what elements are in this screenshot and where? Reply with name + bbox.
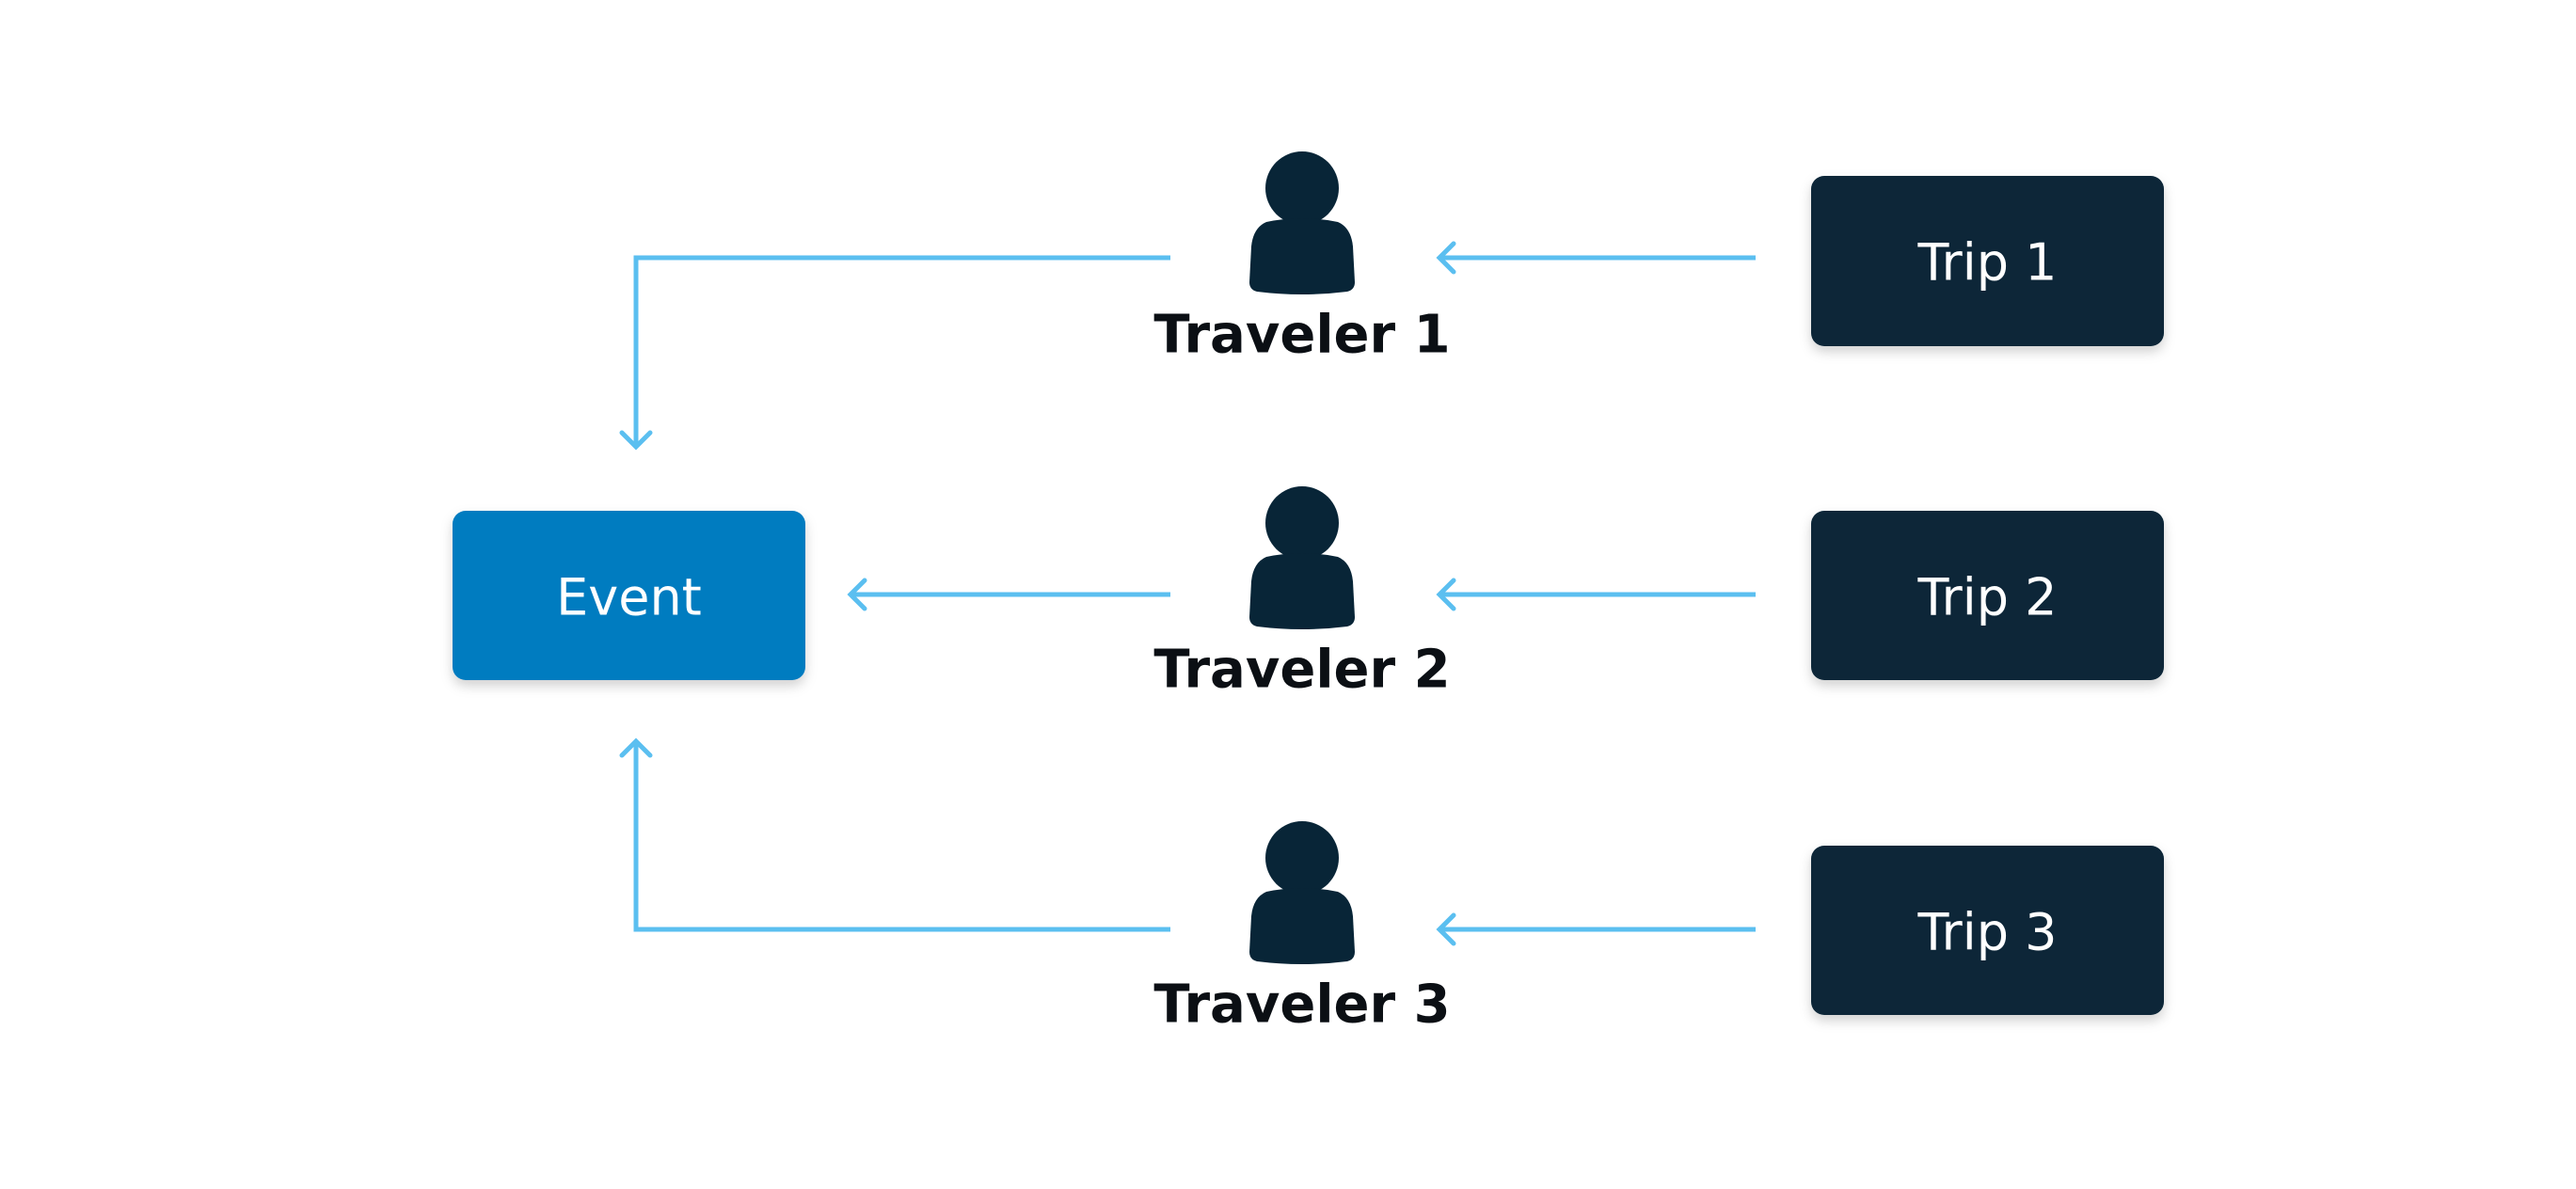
trip-box <box>1811 511 2164 680</box>
traveler-label: Traveler 1 <box>1153 305 1450 366</box>
connector-traveler1-to-event <box>619 255 1170 451</box>
traveler-node-3: Traveler 3 <box>1153 821 1451 1036</box>
trip-label: Trip 3 <box>1916 903 2057 962</box>
connector-trip3-to-traveler3 <box>1436 912 1756 946</box>
trip-box <box>1811 176 2164 346</box>
trip-label: Trip 1 <box>1916 233 2057 293</box>
connector-traveler3-to-event <box>619 737 1170 932</box>
traveler-label: Traveler 2 <box>1153 640 1450 701</box>
event-box <box>453 511 805 680</box>
event-node: Event <box>453 511 805 680</box>
traveler-label: Traveler 3 <box>1153 975 1450 1036</box>
traveler-node-2: Traveler 2 <box>1153 486 1451 701</box>
trip-box <box>1811 846 2164 1015</box>
event-label: Event <box>556 568 702 627</box>
person-icon <box>1249 486 1355 629</box>
traveler-node-1: Traveler 1 <box>1153 151 1451 366</box>
trip-node-2: Trip 2 <box>1811 511 2164 680</box>
connector-trip1-to-traveler1 <box>1436 241 1756 275</box>
connector-trip2-to-traveler2 <box>1436 578 1756 611</box>
person-icon <box>1249 151 1355 294</box>
trip-node-1: Trip 1 <box>1811 176 2164 346</box>
trip-label: Trip 2 <box>1916 568 2057 627</box>
trip-node-3: Trip 3 <box>1811 846 2164 1015</box>
person-icon <box>1249 821 1355 964</box>
connector-traveler2-to-event <box>847 578 1170 611</box>
